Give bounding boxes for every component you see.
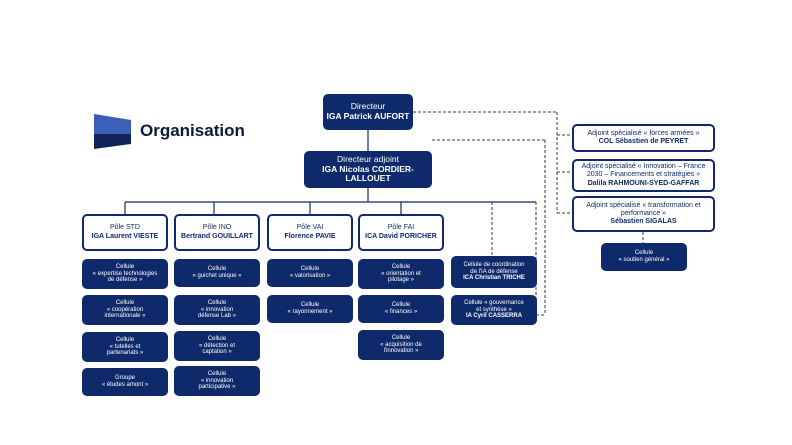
cellule-label-cont: défense Lab » (197, 313, 237, 320)
cellule-box: Cellule « acquisition de l'innovation » (358, 330, 444, 360)
cellule-box: Cellule « coopération internationale » (82, 295, 168, 325)
cellule-type: Cellule (391, 302, 411, 309)
pole-vai-box: Pôle VAI Florence PAVIE (267, 214, 353, 251)
cellule-box: Cellule « innovation participative » (174, 366, 260, 396)
cellule-ia-coordination-box: Cellule de coordination de l'IA de défen… (451, 256, 537, 288)
cellule-type: Groupe (114, 375, 135, 382)
adjoint-role-cont: performance » (620, 209, 667, 217)
cellule-label: « études amont » (101, 382, 149, 388)
cellule-label-cont: l'innovation » (383, 348, 419, 355)
directeur-role: Directeur (350, 101, 386, 112)
pole-role: Pôle INO (202, 224, 232, 232)
cellule-label-cont: partenariats » (106, 350, 144, 357)
groupe-box: Groupe « études amont » (82, 368, 168, 396)
directeur-adjoint-name: IGA Nicolas CORDIER-LALLOUET (322, 163, 414, 184)
cellule-box: Cellule « expertise technologies de défe… (82, 259, 168, 289)
cellule-label-cont: pilotage » (387, 277, 415, 284)
cellule-type: Cellule (391, 263, 411, 270)
cellule-label: « acquisition de (380, 341, 422, 348)
pole-name: IGA Laurent VIESTE (91, 232, 159, 240)
cellule-type: Cellule (207, 335, 227, 342)
cellule-box: Cellule « finances » (358, 295, 444, 323)
pole-role: Pôle FAI (387, 224, 415, 232)
adjoint-innovation-box: Adjoint spécialisé « Innovation – France… (572, 159, 715, 192)
pole-name: Florence PAVIE (284, 232, 336, 240)
cellule-box: Cellule « rayonnement » (267, 295, 353, 323)
cellule-label: « rayonnement » (287, 309, 333, 315)
cellule-label-cont: et synthèse » (476, 306, 512, 313)
adjoint-role: Adjoint spécialisé « forces armées » (587, 129, 700, 137)
pole-name: Bertrand GOUILLART (181, 232, 253, 240)
cellule-type: Cellule (300, 302, 320, 309)
cellule-label-cont: internationale » (104, 313, 146, 320)
cellule-soutien-box: Cellule « soutien général » (601, 243, 687, 271)
cellule-label: « innovation (200, 377, 234, 384)
cellule-type: Cellule (634, 250, 654, 257)
adjoint-role-cont: 2030 – Financements et stratégies » (586, 171, 701, 179)
cellule-label: « soutien général » (618, 257, 670, 263)
pole-role: Pôle STD (110, 224, 140, 232)
cellule-type: Cellule (115, 336, 135, 343)
directeur-box: Directeur IGA Patrick AUFORT (323, 94, 413, 130)
adjoint-name: Dalila RAHMOUNI-SYED-GAFFAR (587, 179, 700, 187)
cellule-label: « finances » (384, 309, 418, 315)
directeur-adjoint-role: Directeur adjoint (337, 153, 399, 164)
cellule-box: Cellule « détection et captation » (174, 331, 260, 361)
cellule-label: Cellule de coordination (463, 261, 525, 268)
cellule-label: « guichet unique » (192, 273, 242, 279)
cellule-label: Cellule « gouvernance (464, 299, 524, 306)
cellule-type: Cellule (207, 266, 227, 273)
cellule-label-cont: captation » (202, 349, 232, 356)
cellule-type: Cellule (115, 263, 135, 270)
directeur-adjoint-box: Directeur adjoint IGA Nicolas CORDIER-LA… (304, 151, 432, 188)
cellule-type: Cellule (115, 299, 135, 306)
pole-role: Pôle VAI (296, 224, 324, 232)
adjoint-role: Adjoint spécialisé « transformation et (586, 201, 701, 209)
cellule-box: Cellule « valorisation » (267, 259, 353, 287)
logo-icon (94, 114, 131, 149)
cellule-type: Cellule (207, 370, 227, 377)
cellule-label: « expertise technologies (92, 270, 158, 277)
adjoint-transformation-box: Adjoint spécialisé « transformation et p… (572, 196, 715, 232)
cellule-label: « innovation (200, 306, 234, 313)
adjoint-name: COL Sébastien de PEYRET (598, 138, 689, 145)
cellule-label: « détection et (198, 342, 236, 349)
adjoint-role: Adjoint spécialisé « Innovation – France (581, 163, 706, 171)
cellule-label-cont: de l'IA de défense (470, 268, 518, 275)
pole-fai-box: Pôle FAI ICA David PORICHER (358, 214, 444, 251)
cellule-label: « tutelles et (109, 343, 141, 350)
cellule-type: Cellule (207, 299, 227, 306)
cellule-box: Cellule « innovation défense Lab » (174, 295, 260, 325)
pole-std-box: Pôle STD IGA Laurent VIESTE (82, 214, 168, 251)
cellule-label: « valorisation » (289, 273, 331, 279)
cellule-type: Cellule (300, 266, 320, 273)
adjoint-forces-armees-box: Adjoint spécialisé « forces armées » COL… (572, 124, 715, 152)
cellule-label: « coopération (106, 306, 144, 313)
cellule-box: Cellule « guichet unique » (174, 259, 260, 287)
cellule-label: « orientation et (381, 270, 421, 277)
cellule-box: Cellule « tutelles et partenariats » (82, 332, 168, 362)
pole-ino-box: Pôle INO Bertrand GOUILLART (174, 214, 260, 251)
page-title: Organisation (140, 121, 245, 140)
cellule-label-cont: participative » (198, 384, 236, 391)
cellule-box: Cellule « orientation et pilotage » (358, 259, 444, 289)
cellule-label-cont: de défense » (107, 277, 143, 284)
pole-name: ICA David PORICHER (365, 232, 437, 240)
cellule-name: IA Cyril CASSERRA (465, 313, 523, 320)
adjoint-name: Sébastien SIGALAS (610, 218, 677, 226)
cellule-type: Cellule (391, 334, 411, 341)
cellule-gouvernance-box: Cellule « gouvernance et synthèse » IA C… (451, 295, 537, 325)
directeur-name: IGA Patrick AUFORT (326, 111, 410, 121)
cellule-name: ICA Christian TRICHE (463, 275, 525, 282)
